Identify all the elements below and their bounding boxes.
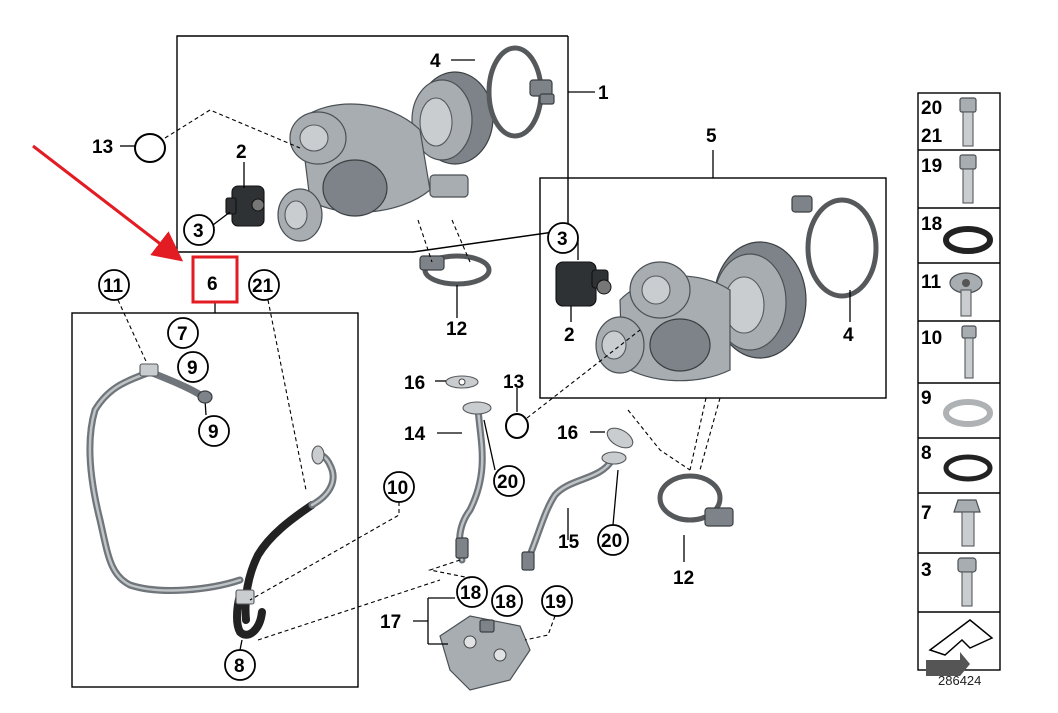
- callout-2-right: 2: [564, 325, 575, 346]
- box-1-frame: [176, 35, 569, 253]
- callout-4-right: 4: [843, 325, 854, 346]
- callout-13-middle: 13: [503, 372, 524, 393]
- v-band-clamp-12-lower[interactable]: [657, 473, 734, 527]
- callout-17: 17: [380, 612, 401, 633]
- bolt-icon: [959, 97, 977, 147]
- v-band-clamp-4-right[interactable]: [791, 195, 879, 299]
- callout-19-circle: [541, 585, 573, 617]
- callout-10: 10: [387, 478, 408, 499]
- callout-20-left: 20: [497, 472, 518, 493]
- callout-18-right-circle: [491, 585, 523, 617]
- callout-18-left: 18: [460, 583, 481, 604]
- o-ring-13[interactable]: [134, 133, 166, 163]
- hollow-bolt-icon: [953, 499, 981, 547]
- o-ring-icon: [943, 226, 993, 254]
- gasket-16-left[interactable]: [445, 375, 479, 389]
- callout-9-lower: 9: [208, 422, 219, 443]
- callout-3-top-circle: [183, 214, 215, 246]
- callout-21: 21: [252, 276, 274, 297]
- callout-3-right-circle: [547, 222, 579, 254]
- sealing-ring-icon: [943, 454, 993, 482]
- callout-4-top: 4: [430, 51, 441, 72]
- oil-pipe-15[interactable]: [521, 451, 627, 571]
- turbocharger-2[interactable]: [595, 241, 807, 382]
- callout-11: 11: [103, 276, 124, 297]
- callout-13-left: 13: [92, 137, 113, 158]
- legend-label-18: 18: [921, 214, 942, 235]
- wastegate-actuator-2-lower[interactable]: [555, 261, 612, 307]
- direction-arrow-icon: [926, 619, 994, 676]
- callout-9-upper: 9: [187, 358, 198, 379]
- callout-5: 5: [706, 126, 717, 147]
- red-pointer-arrow: [32, 144, 184, 262]
- highlight-box-6: [191, 255, 239, 304]
- callout-3-top: 3: [193, 221, 204, 242]
- long-bolt-icon: [961, 325, 977, 379]
- callout-9-upper-circle: [177, 351, 209, 383]
- callout-7-circle: [167, 317, 199, 349]
- callout-12-upper: 12: [446, 319, 467, 340]
- callout-2-top: 2: [236, 142, 247, 163]
- callout-19: 19: [545, 592, 566, 613]
- legend-label-9: 9: [921, 388, 932, 409]
- legend-label-7: 7: [921, 503, 932, 524]
- callout-20-right: 20: [601, 531, 622, 552]
- callout-21-circle: [248, 269, 280, 301]
- gasket-16-right[interactable]: [604, 424, 636, 452]
- callout-6: 6: [207, 274, 218, 295]
- diagram-id: 286424: [938, 673, 981, 688]
- screw-icon: [957, 557, 977, 607]
- banjo-bolt-icon: [949, 272, 983, 317]
- callout-7: 7: [177, 324, 188, 345]
- callout-8: 8: [234, 656, 245, 677]
- callout-16-left: 16: [404, 373, 425, 394]
- turbocharger-1[interactable]: [277, 71, 494, 242]
- legend-frame: [917, 92, 1001, 671]
- oil-return-line[interactable]: [233, 445, 337, 639]
- callout-9-lower-circle: [198, 415, 230, 447]
- v-band-clamp-12-upper[interactable]: [419, 253, 492, 287]
- sealing-washer-icon: [943, 399, 993, 427]
- bolt-icon: [959, 154, 977, 204]
- callout-20-left-circle: [493, 465, 525, 497]
- oil-feed-line[interactable]: [86, 363, 244, 594]
- v-band-clamp-4[interactable]: [486, 45, 555, 139]
- o-ring-13-middle[interactable]: [505, 413, 529, 439]
- parts-legend: 20 21 19 18 11 10 9 8: [917, 92, 1001, 676]
- turbocharger-1-group: [164, 35, 569, 253]
- legend-label-21: 21: [921, 126, 943, 147]
- wastegate-actuator-2[interactable]: [225, 185, 265, 227]
- legend-label-8: 8: [921, 443, 932, 464]
- callout-18-right: 18: [495, 592, 516, 613]
- legend-label-20: 20: [921, 98, 942, 119]
- legend-label-11: 11: [921, 272, 942, 293]
- oil-pipe-14[interactable]: [455, 401, 492, 564]
- callout-1: 1: [598, 83, 609, 104]
- callout-3-right: 3: [557, 229, 568, 250]
- oil-return-bracket-17[interactable]: [439, 615, 531, 691]
- callout-12-lower: 12: [673, 568, 694, 589]
- callout-11-circle: [98, 269, 130, 301]
- callout-15: 15: [558, 532, 580, 553]
- callout-14: 14: [404, 424, 426, 445]
- legend-label-3: 3: [921, 560, 932, 581]
- callout-16-right: 16: [557, 423, 578, 444]
- turbocharger-2-group: [539, 150, 887, 399]
- legend-label-10: 10: [921, 328, 942, 349]
- callout-18-left-circle: [456, 576, 488, 608]
- legend-label-19: 19: [921, 156, 942, 177]
